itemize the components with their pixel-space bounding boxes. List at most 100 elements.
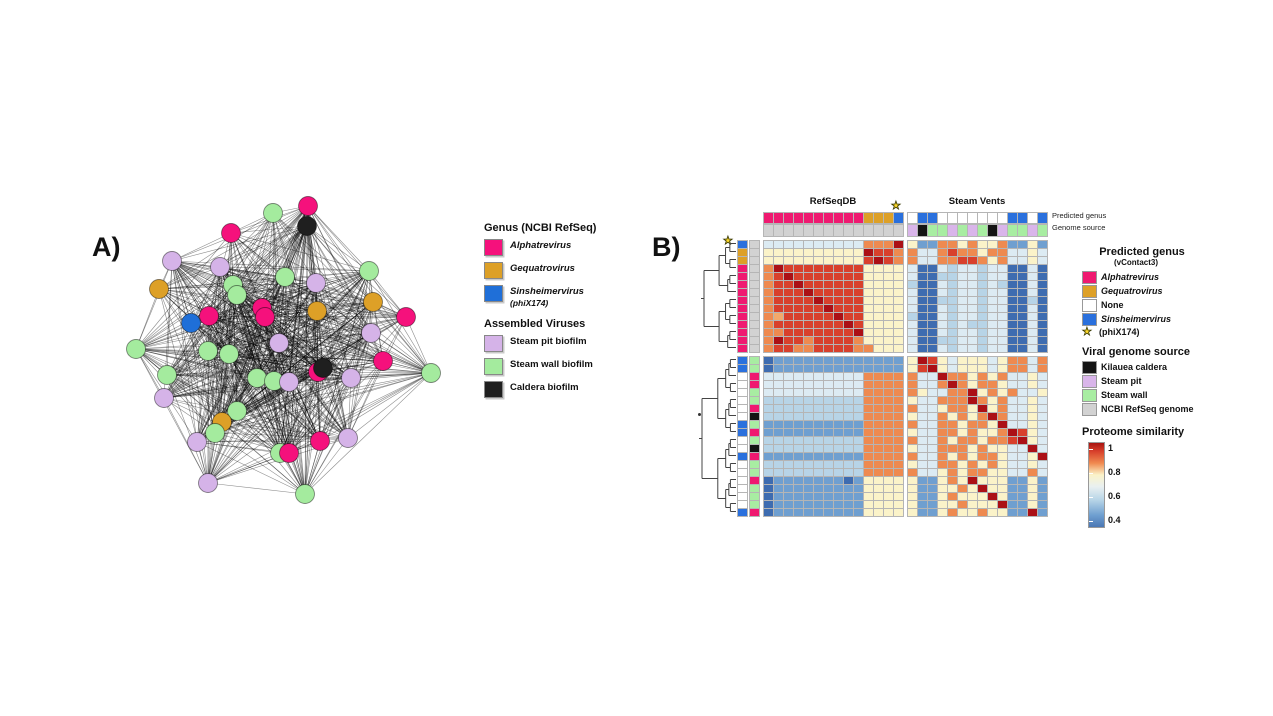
heatmap-bottom-right[interactable]: [907, 356, 1048, 517]
heatmap-cell: [938, 241, 947, 248]
network-node[interactable]: [221, 223, 241, 243]
heatmap-cell: [824, 381, 833, 388]
heatmap-cell: [998, 281, 1007, 288]
network-node[interactable]: [338, 428, 358, 448]
col-annot-predicted-genus-right[interactable]: [907, 212, 1048, 224]
heatmap-cell: [918, 381, 927, 388]
heatmap-cell: [784, 313, 793, 320]
network-node[interactable]: [279, 372, 299, 392]
network-node[interactable]: [198, 473, 218, 493]
row-annot-predicted-genus-bottom[interactable]: [737, 356, 748, 517]
heatmap-cell: [978, 313, 987, 320]
network-node[interactable]: [361, 323, 381, 343]
row-annot-genome-source-bottom[interactable]: [749, 356, 760, 517]
proteome-similarity-heatmap[interactable]: RefSeqDB Steam Vents ★ ★ Predicted genus…: [695, 195, 1270, 535]
network-node[interactable]: [205, 423, 225, 443]
network-node[interactable]: [396, 307, 416, 327]
heatmap-cell: [784, 289, 793, 296]
virus-network-graph[interactable]: [95, 185, 455, 515]
row-annot-predicted-genus-top[interactable]: [737, 240, 748, 353]
network-node[interactable]: [263, 203, 283, 223]
heatmap-cell: [864, 389, 873, 396]
legend-item: Gequatrovirus: [1082, 285, 1252, 298]
network-node[interactable]: [313, 358, 333, 378]
network-node[interactable]: [275, 267, 295, 287]
heatmap-cell: [854, 429, 863, 436]
heatmap-cell: [958, 345, 967, 352]
network-node[interactable]: [255, 307, 275, 327]
phix174-row-star-icon: ★: [723, 235, 734, 248]
network-node[interactable]: [162, 251, 182, 271]
network-node[interactable]: [298, 196, 318, 216]
network-node[interactable]: [279, 443, 299, 463]
network-node[interactable]: [307, 301, 327, 321]
network-node[interactable]: [227, 285, 247, 305]
heatmap-top-right[interactable]: [907, 240, 1048, 353]
heatmap-cell: [1008, 493, 1017, 500]
network-node[interactable]: [227, 401, 247, 421]
heatmap-cell: [824, 289, 833, 296]
network-node[interactable]: [187, 432, 207, 452]
network-node[interactable]: [199, 306, 219, 326]
network-node[interactable]: [126, 339, 146, 359]
heatmap-cell: [958, 305, 967, 312]
heatmap-cell: [1028, 501, 1037, 508]
heatmap-cell: [824, 213, 833, 223]
heatmap-cell: [1038, 257, 1047, 264]
heatmap-cell: [884, 337, 893, 344]
network-node[interactable]: [341, 368, 361, 388]
row-annot-genome-source-top[interactable]: [749, 240, 760, 353]
col-annot-predicted-genus-left[interactable]: [763, 212, 904, 224]
network-node[interactable]: [247, 368, 267, 388]
heatmap-cell: [928, 357, 937, 364]
heatmap-cell: [844, 429, 853, 436]
network-node[interactable]: [306, 273, 326, 293]
col-annot-genome-source-left[interactable]: [763, 224, 904, 237]
heatmap-cell: [774, 397, 783, 404]
heatmap-cell: [794, 413, 803, 420]
col-annot-genome-source-right[interactable]: [907, 224, 1048, 237]
heatmap-cell: [908, 329, 917, 336]
heatmap-cell: [844, 437, 853, 444]
network-node[interactable]: [219, 344, 239, 364]
network-node[interactable]: [421, 363, 441, 383]
heatmap-cell: [928, 297, 937, 304]
heatmap-cell: [1038, 345, 1047, 352]
heatmap-cell: [824, 305, 833, 312]
heatmap-cell: [774, 273, 783, 280]
heatmap-bottom-left[interactable]: [763, 356, 904, 517]
network-node[interactable]: [198, 341, 218, 361]
heatmap-cell: [874, 297, 883, 304]
heatmap-cell: [794, 373, 803, 380]
heatmap-cell: [978, 265, 987, 272]
heatmap-cell: [1018, 469, 1027, 476]
heatmap-cell: [978, 485, 987, 492]
heatmap-cell: [784, 225, 793, 236]
heatmap-cell: [784, 321, 793, 328]
heatmap-cell: [834, 257, 843, 264]
network-node[interactable]: [359, 261, 379, 281]
network-node[interactable]: [310, 431, 330, 451]
heatmap-cell: [844, 445, 853, 452]
network-node[interactable]: [363, 292, 383, 312]
network-node[interactable]: [210, 257, 230, 277]
heatmap-cell: [918, 493, 927, 500]
heatmap-cell: [958, 437, 967, 444]
network-node[interactable]: [297, 216, 317, 236]
network-node[interactable]: [373, 351, 393, 371]
network-node[interactable]: [157, 365, 177, 385]
heatmap-top-left[interactable]: [763, 240, 904, 353]
heatmap-cell: [938, 493, 947, 500]
network-node[interactable]: [269, 333, 289, 353]
heatmap-cell: [894, 313, 903, 320]
network-node[interactable]: [154, 388, 174, 408]
network-node[interactable]: [149, 279, 169, 299]
heatmap-cell: [794, 437, 803, 444]
network-node[interactable]: [181, 313, 201, 333]
heatmap-cell: [1028, 289, 1037, 296]
heatmap-cell: [764, 281, 773, 288]
network-node[interactable]: [295, 484, 315, 504]
heatmap-cell: [854, 257, 863, 264]
heatmap-cell: [844, 213, 853, 223]
heatmap-cell: [938, 225, 947, 236]
